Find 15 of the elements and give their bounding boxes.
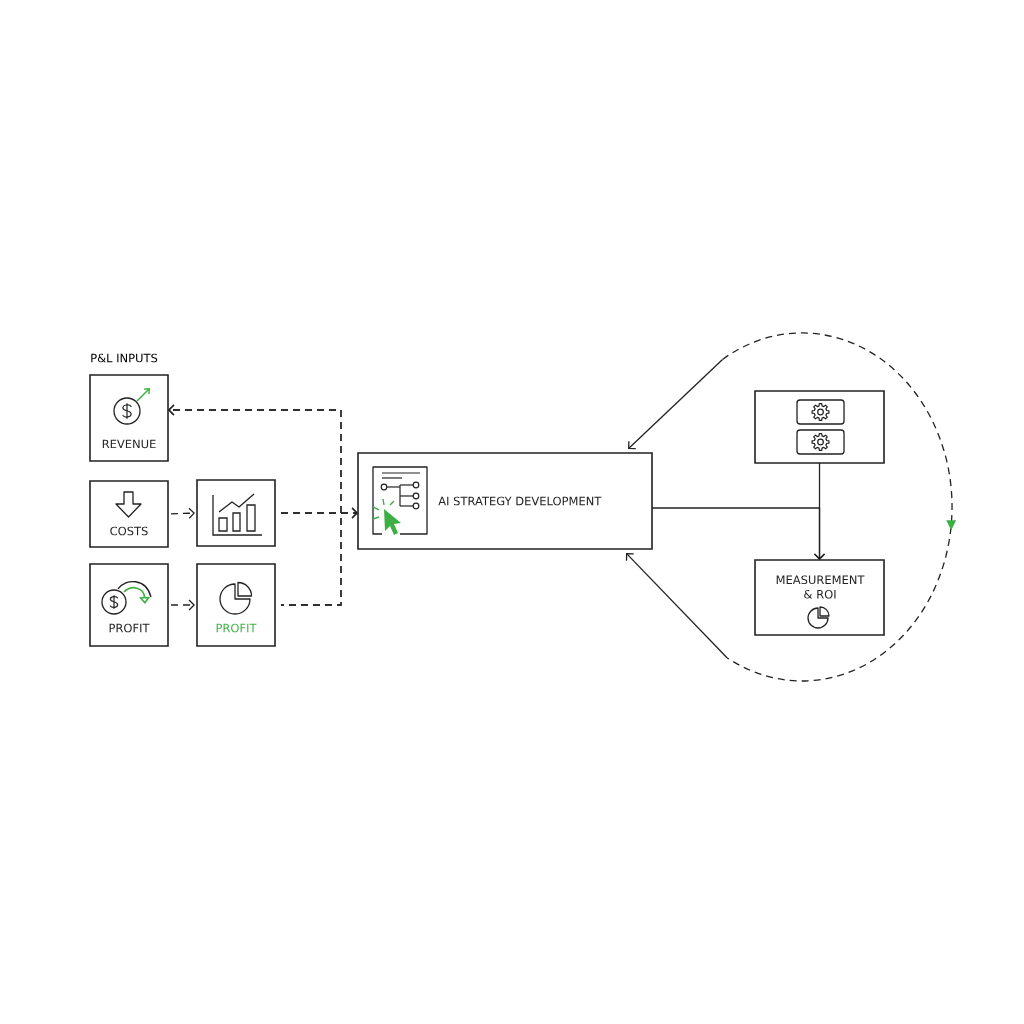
input-box: REVENUE [89, 374, 169, 462]
input-box: PROFIT [196, 563, 276, 647]
dashed-arrow [170, 599, 195, 611]
arrow [628, 358, 724, 450]
process-box: AI STRATEGY DEVELOPMENT [357, 452, 653, 550]
dashed-arrow [168, 404, 342, 606]
input-box: PROFIT [89, 563, 169, 647]
process-box: MEASUREMENT & ROI [754, 559, 885, 636]
chart-box [196, 479, 276, 547]
arrow [625, 553, 728, 659]
arrow [651, 507, 826, 560]
panel-box [754, 390, 885, 464]
dashed-arrow [170, 507, 195, 519]
heading: P&L INPUTS [91, 353, 158, 363]
input-box: COSTS [89, 480, 169, 548]
